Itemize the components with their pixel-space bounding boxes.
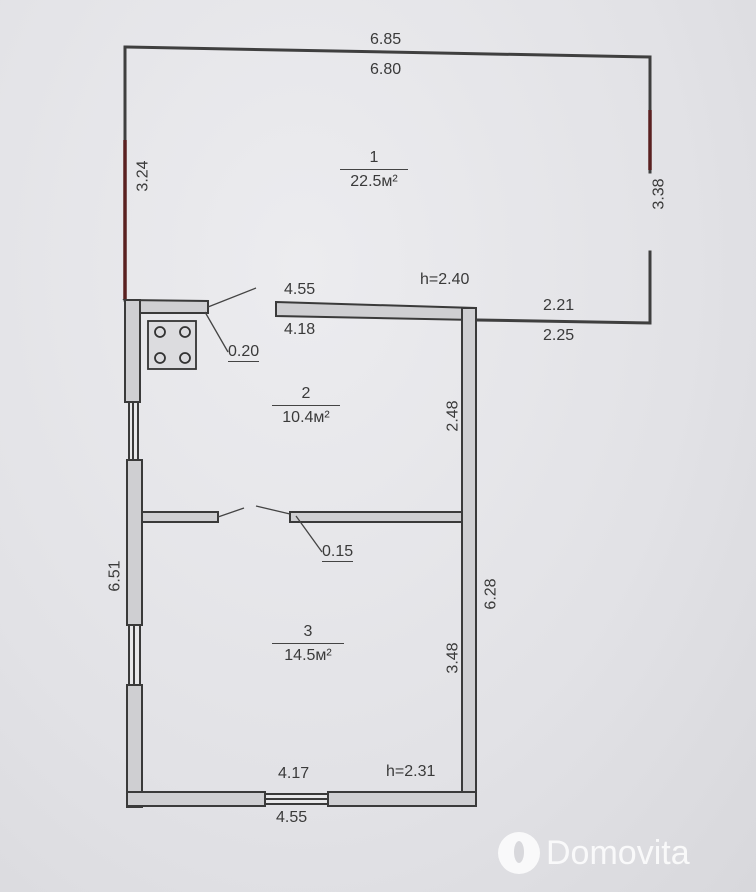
room-1-area: 22.5м² xyxy=(340,169,408,192)
room-2-area: 10.4м² xyxy=(272,405,340,428)
dim-right-total: 6.28 xyxy=(482,578,500,610)
stove-icon xyxy=(147,320,197,370)
dim-partition-offset: 0.15 xyxy=(322,543,354,562)
room-3-label: 3 14.5м² xyxy=(272,622,344,666)
entrance-door-swing xyxy=(207,287,257,308)
domovita-logo-icon xyxy=(498,832,540,874)
partition-right xyxy=(289,511,463,523)
room3-bottom-wall-left xyxy=(126,791,266,807)
dim-ceiling-height-top: h=2.40 xyxy=(420,271,470,288)
dim-stove-offset: 0.20 xyxy=(228,343,260,362)
domovita-watermark: Domovita xyxy=(498,832,690,874)
room1-top-wall xyxy=(123,45,652,59)
room2-top-wall-right xyxy=(275,300,476,322)
dim-room3-right: 3.48 xyxy=(444,642,462,674)
dim-top-inner: 6.80 xyxy=(370,61,402,78)
dim-extension-inner: 2.25 xyxy=(543,327,575,344)
dim-bottom-inner: 4.17 xyxy=(278,765,310,782)
stove-leader-line xyxy=(204,311,229,353)
room3-bottom-wall-right xyxy=(327,791,477,807)
room3-left-wall-lower xyxy=(126,684,143,808)
dim-room1-right: 3.38 xyxy=(650,178,668,210)
interior-door-swing-right xyxy=(255,505,291,515)
room3-left-wall-middle xyxy=(126,459,143,626)
dim-bottom-outer: 4.55 xyxy=(276,809,308,826)
partition-left xyxy=(141,511,219,523)
dim-extension-outer: 2.21 xyxy=(543,297,575,314)
room1-bottom-right-wall xyxy=(476,318,652,325)
room-2-number: 2 xyxy=(301,385,311,402)
room2-left-wall-upper xyxy=(124,299,141,403)
dim-ceiling-height-bottom: h=2.31 xyxy=(386,763,436,780)
watermark-text: Domovita xyxy=(546,833,690,872)
room-2-label: 2 10.4м² xyxy=(272,384,340,428)
room-1-label: 1 22.5м² xyxy=(340,148,408,192)
partition-leader-line xyxy=(295,515,323,553)
interior-door-swing-left xyxy=(217,507,245,518)
dim-top-outer: 6.85 xyxy=(370,31,402,48)
room-1-number: 1 xyxy=(369,149,379,166)
room-3-number: 3 xyxy=(303,623,313,640)
house-right-wall xyxy=(461,307,477,807)
dim-room2-top-outer: 4.55 xyxy=(284,281,316,298)
dim-room1-left: 3.24 xyxy=(134,160,152,192)
dim-left-total: 6.51 xyxy=(106,560,124,592)
dim-room2-right: 2.48 xyxy=(444,400,462,432)
dim-room2-top-inner: 4.18 xyxy=(284,321,316,338)
room-3-area: 14.5м² xyxy=(272,643,344,666)
